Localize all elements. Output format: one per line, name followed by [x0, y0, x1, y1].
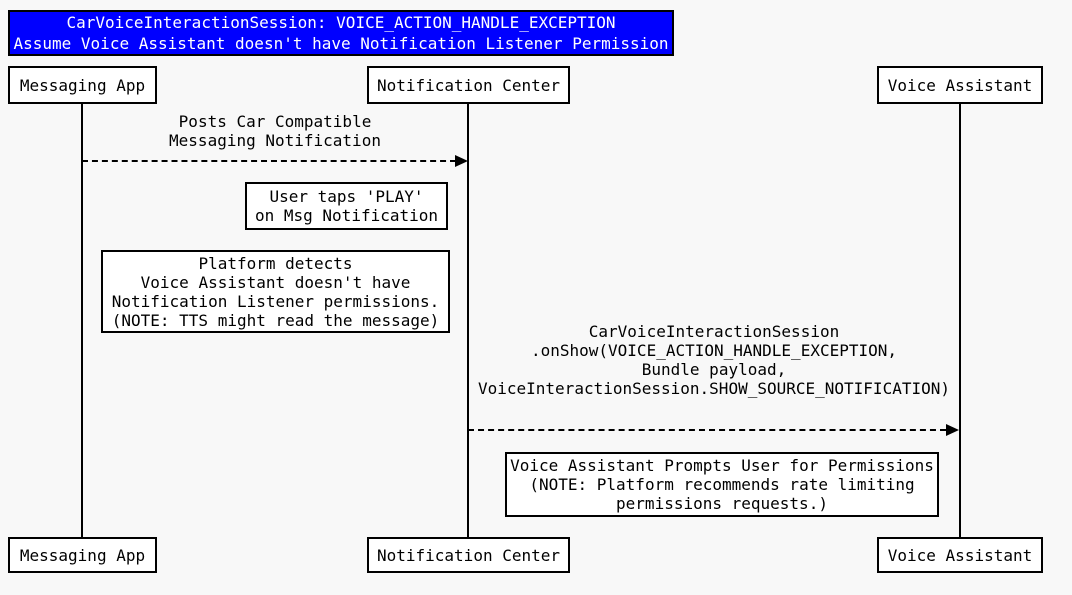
actor-box-notification-center-bottom: Notification Center: [367, 537, 570, 573]
title-line-2: Assume Voice Assistant doesn't have Noti…: [13, 34, 669, 53]
actor-label-voice-assistant: Voice Assistant: [887, 75, 1033, 95]
note-voice-assistant-prompts: Voice Assistant Prompts User for Permiss…: [505, 452, 939, 517]
message-2-arrowhead-icon: [946, 424, 959, 436]
lifeline-notification-center: [467, 104, 469, 537]
lifeline-messaging-app: [81, 104, 83, 537]
note-3-line-3: permissions requests.): [616, 494, 828, 513]
actor-box-voice-assistant-top: Voice Assistant: [877, 66, 1043, 104]
actor-box-notification-center-top: Notification Center: [367, 66, 570, 104]
message-1-arrowhead-icon: [455, 155, 468, 167]
actor-box-voice-assistant-bottom: Voice Assistant: [877, 537, 1043, 573]
note-user-taps-play: User taps 'PLAY' on Msg Notification: [245, 182, 448, 230]
actor-label-notification-center: Notification Center: [376, 75, 561, 95]
note-3-line-2: (NOTE: Platform recommends rate limiting: [529, 475, 915, 494]
actor-label-messaging-app: Messaging App: [19, 75, 146, 95]
message-2-line-1: CarVoiceInteractionSession: [588, 322, 840, 341]
message-1-line-1: Posts Car Compatible: [178, 112, 372, 131]
actor-label-notification-center-bottom: Notification Center: [376, 545, 561, 565]
title-line-1: CarVoiceInteractionSession: VOICE_ACTION…: [66, 13, 616, 32]
lifeline-voice-assistant: [959, 104, 961, 537]
note-2-line-2: Voice Assistant doesn't have: [140, 272, 411, 292]
title-box: CarVoiceInteractionSession: VOICE_ACTION…: [8, 10, 674, 56]
actor-box-messaging-app-top: Messaging App: [8, 66, 157, 104]
message-1-label: Posts Car Compatible Messaging Notificat…: [82, 112, 468, 150]
message-1-arrow: [82, 160, 456, 162]
note-2-line-4: (NOTE: TTS might read the message): [111, 310, 440, 330]
actor-label-messaging-app-bottom: Messaging App: [19, 545, 146, 565]
actor-box-messaging-app-bottom: Messaging App: [8, 537, 157, 573]
note-2-line-3: Notification Listener permissions.: [111, 291, 440, 311]
message-2-line-4: VoiceInteractionSession.SHOW_SOURCE_NOTI…: [477, 379, 950, 398]
note-1-line-1: User taps 'PLAY': [269, 187, 424, 206]
note-1-line-2: on Msg Notification: [254, 206, 439, 225]
note-platform-detects: Platform detects Voice Assistant doesn't…: [101, 250, 450, 333]
message-2-arrow: [468, 429, 946, 431]
note-2-line-1: Platform detects: [198, 253, 353, 273]
note-3-line-1: Voice Assistant Prompts User for Permiss…: [510, 456, 934, 475]
message-2-line-2: .onShow(VOICE_ACTION_HANDLE_EXCEPTION,: [530, 341, 898, 360]
actor-label-voice-assistant-bottom: Voice Assistant: [887, 545, 1033, 565]
message-2-line-3: Bundle payload,: [641, 360, 787, 379]
message-2-label: CarVoiceInteractionSession .onShow(VOICE…: [468, 322, 960, 398]
message-1-line-2: Messaging Notification: [169, 131, 381, 150]
